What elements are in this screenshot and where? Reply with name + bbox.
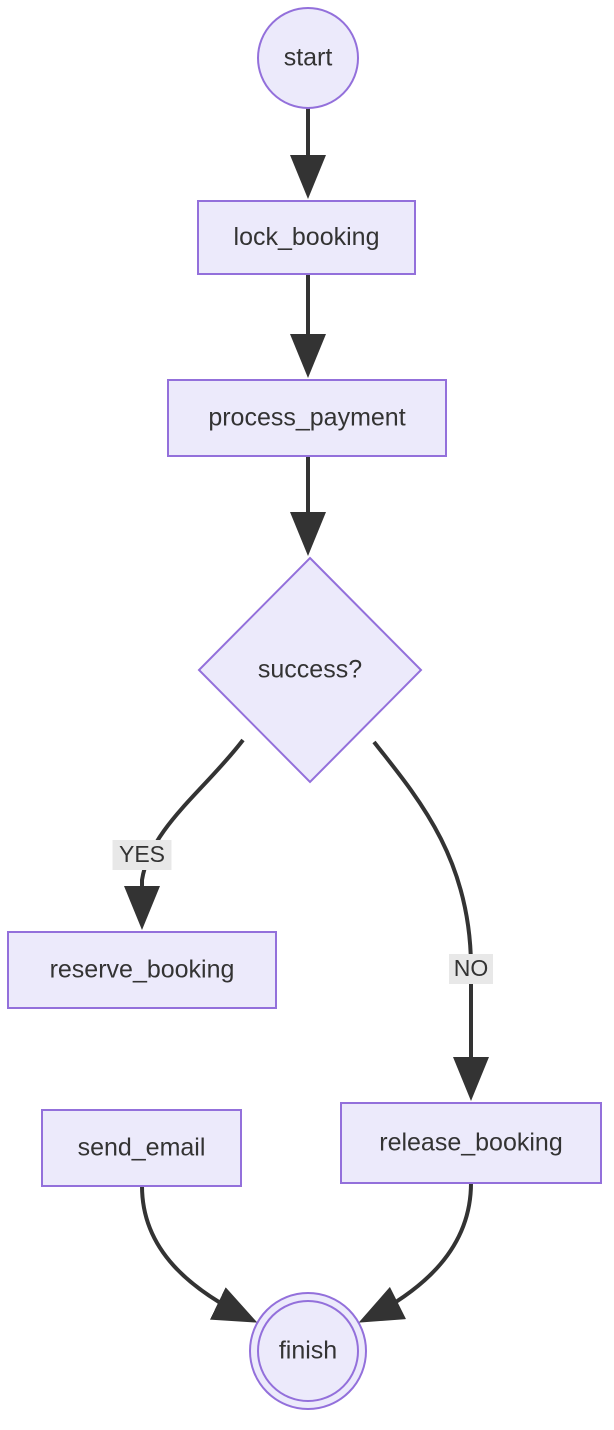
node-finish[interactable]: finish [249, 1292, 367, 1410]
node-label-reserve_booking: reserve_booking [50, 956, 235, 984]
edge-label-text: NO [454, 955, 489, 981]
node-release_booking[interactable]: release_booking [340, 1102, 602, 1184]
edge-label-yes: YES [112, 840, 172, 870]
node-label-success: success? [258, 656, 362, 684]
node-shape-diamond [197, 556, 423, 784]
edge-release_booking-to-finish [358, 1182, 473, 1323]
node-start[interactable]: start [257, 7, 359, 109]
node-label-finish: finish [279, 1337, 337, 1365]
node-shape-rect [167, 379, 447, 457]
edge-send_email-to-finish [140, 1185, 258, 1323]
node-label-release_booking: release_booking [379, 1129, 562, 1157]
node-shape-inner-circle [257, 1300, 359, 1402]
node-lock_booking[interactable]: lock_booking [197, 200, 416, 275]
edge-label-no: NO [449, 954, 493, 984]
node-label-send_email: send_email [78, 1134, 206, 1162]
edge-label-background [112, 840, 172, 870]
node-shape-rect [197, 200, 416, 275]
edge-success-to-release_booking [372, 740, 489, 1101]
node-process_payment[interactable]: process_payment [167, 379, 447, 457]
nodes-layer: start lock_booking process_payment success?… [7, 7, 602, 1410]
node-send_email[interactable]: send_email [41, 1109, 242, 1187]
node-shape-circle [257, 7, 359, 109]
node-label-lock_booking: lock_booking [234, 223, 380, 251]
edge-label-background [449, 954, 493, 984]
node-shape-rect [340, 1102, 602, 1184]
node-label-process_payment: process_payment [208, 404, 405, 432]
node-reserve_booking[interactable]: reserve_booking [7, 931, 277, 1009]
edges-layer [124, 108, 489, 1323]
node-shape-rect [7, 931, 277, 1009]
node-shape-rect [41, 1109, 242, 1187]
node-success[interactable]: success? [197, 556, 423, 784]
edge-labels-layer: YES NO [112, 840, 493, 984]
edge-label-text: YES [119, 841, 165, 867]
edge-success-to-reserve_booking [124, 738, 245, 930]
node-label-start: start [284, 44, 333, 72]
